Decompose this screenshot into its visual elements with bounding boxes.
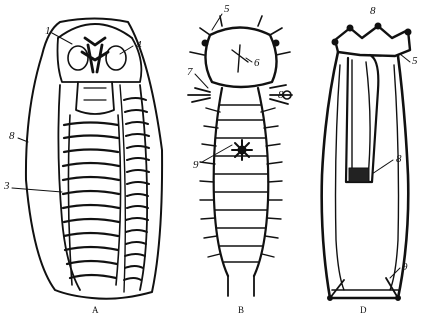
panel-a-label-1: 1 (45, 26, 51, 37)
panel-a-label-3: 3 (4, 181, 10, 192)
panel-b-label-9: 9 (193, 160, 199, 171)
panel-a-caption: A (92, 306, 99, 315)
panel-b-drawing (188, 14, 292, 296)
panel-a-label-8: 8 (9, 131, 15, 142)
panel-b-label-5: 5 (224, 4, 230, 15)
panel-d-label-8-mid: 8 (396, 154, 402, 165)
panel-b-label-8: 8 (278, 90, 284, 101)
panel-d-caption: D (360, 306, 367, 315)
panel-b-label-6: 6 (254, 58, 260, 69)
panel-b-caption: B (238, 306, 244, 315)
panel-d-label-9: 9 (402, 262, 408, 273)
panel-d-label-5: 5 (412, 56, 418, 67)
panel-d-label-8-top: 8 (370, 6, 376, 17)
panel-a-label-4: 4 (136, 40, 142, 51)
panel-a-drawing (12, 19, 162, 299)
panel-b-label-7: 7 (187, 67, 193, 78)
